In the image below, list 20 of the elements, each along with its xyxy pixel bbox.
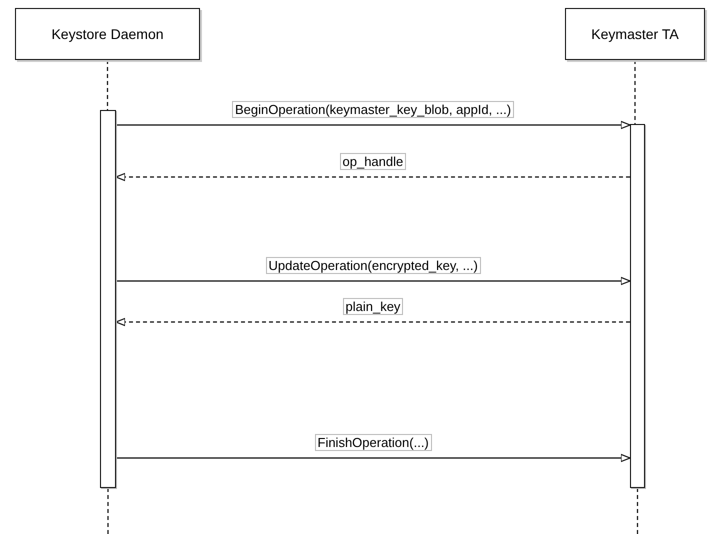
message-label: UpdateOperation(encrypted_key, ...)	[266, 257, 481, 274]
lifeline	[634, 60, 636, 124]
return-arrow	[115, 318, 630, 326]
message-arrow	[116, 276, 631, 286]
lifeline	[107, 488, 109, 534]
activation-bar	[630, 124, 645, 488]
participant-box	[15, 8, 200, 60]
message-arrow	[116, 454, 631, 462]
return-arrow	[115, 172, 630, 182]
lifeline	[106, 60, 108, 110]
participant-name: Keymaster TA	[591, 26, 679, 42]
message-label: FinishOperation(...)	[314, 434, 432, 451]
activation-bar	[100, 110, 116, 488]
message-label: op_handle	[340, 153, 406, 170]
message-label: BeginOperation(keymaster_key_blob, appId, ...)	[232, 101, 514, 118]
participant-name: Keystore Daemon	[51, 26, 164, 42]
participant-box	[565, 8, 705, 60]
lifeline	[636, 488, 638, 534]
message-label: plain_key	[342, 298, 404, 315]
message-arrow	[116, 120, 631, 130]
